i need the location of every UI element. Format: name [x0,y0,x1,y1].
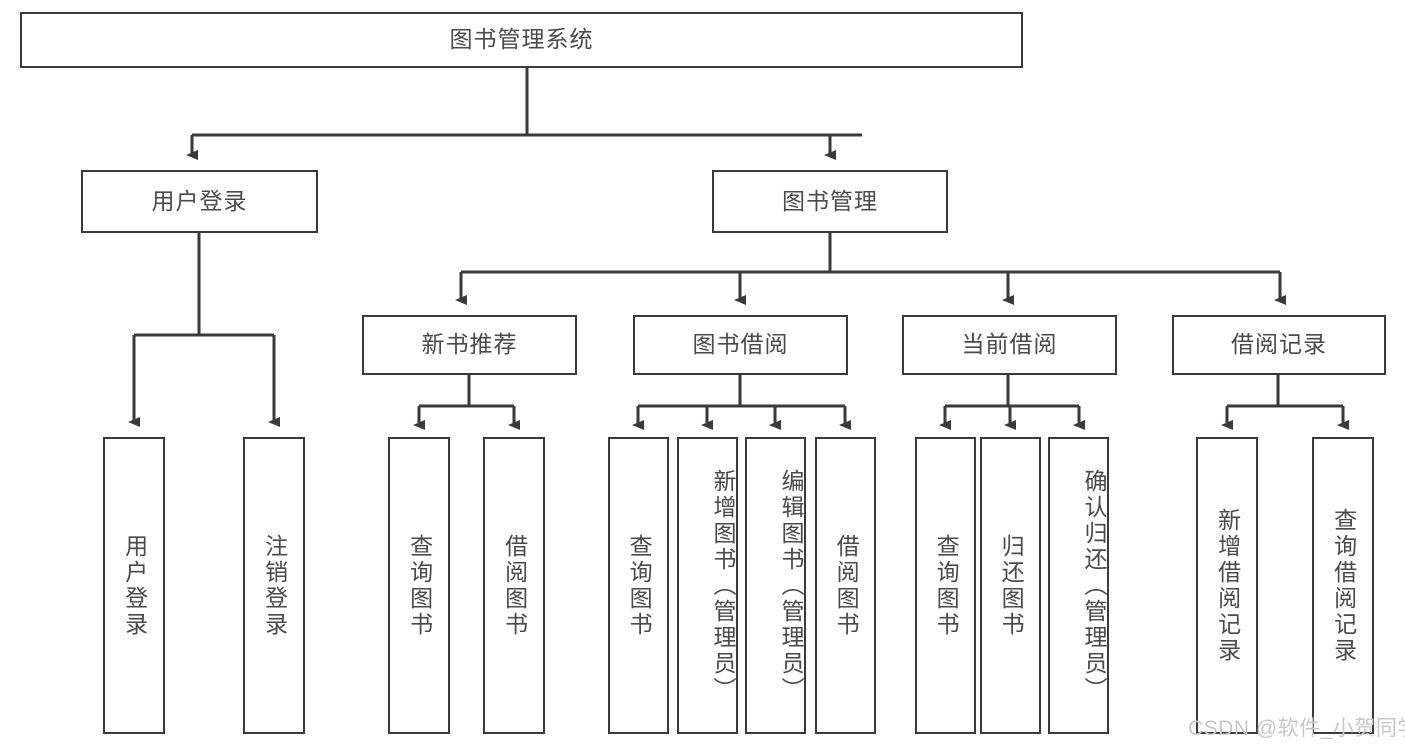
leaf-logout-label: 注销登录 [261,533,288,638]
leaf-records-add-record[interactable]: 新增借阅记录 [1196,437,1258,734]
leaf-borrow-borrow-books[interactable]: 借阅图书 [815,437,876,734]
leaf-current-confirm-return-admin-label: 确认归还（管理员） [1081,468,1107,703]
node-borrow-records-label: 借阅记录 [1231,331,1327,358]
node-new-book-recommend[interactable]: 新书推荐 [362,315,577,375]
leaf-current-return-books[interactable]: 归还图书 [980,437,1041,734]
node-user-login[interactable]: 用户登录 [81,170,318,233]
leaf-current-query-books-label: 查询图书 [933,533,960,638]
node-root-label: 图书管理系统 [449,26,594,53]
leaf-current-query-books[interactable]: 查询图书 [915,437,976,734]
leaf-logout[interactable]: 注销登录 [243,437,305,734]
csdn-watermark: CSDN @软件_小贺同学 [1188,717,1405,740]
leaf-borrow-borrow-books-label: 借阅图书 [833,533,860,638]
leaf-borrow-edit-book-admin-label: 编辑图书（管理员） [778,468,804,703]
leaf-borrow-add-book-admin-label: 新增图书（管理员） [710,468,736,703]
leaf-current-confirm-return-admin[interactable]: 确认归还（管理员） [1048,437,1109,734]
node-root[interactable]: 图书管理系统 [20,12,1023,68]
leaf-newbook-borrow-books-label: 借阅图书 [501,533,528,638]
leaf-newbook-borrow-books[interactable]: 借阅图书 [483,437,545,734]
leaf-user-login[interactable]: 用户登录 [103,437,165,734]
node-book-management-label: 图书管理 [782,187,878,214]
node-book-management[interactable]: 图书管理 [712,170,948,233]
node-book-borrow[interactable]: 图书借阅 [633,315,848,375]
node-new-book-recommend-label: 新书推荐 [421,331,518,358]
leaf-user-login-label: 用户登录 [121,533,148,638]
node-current-borrow[interactable]: 当前借阅 [902,315,1117,375]
leaf-records-query-record-label: 查询借阅记录 [1330,507,1357,664]
node-book-borrow-label: 图书借阅 [692,331,789,358]
leaf-newbook-query-books-label: 查询图书 [406,533,433,638]
node-current-borrow-label: 当前借阅 [961,331,1058,358]
leaf-current-return-books-label: 归还图书 [998,533,1025,638]
node-user-login-label: 用户登录 [151,187,248,214]
leaf-borrow-add-book-admin[interactable]: 新增图书（管理员） [677,437,738,734]
leaf-borrow-edit-book-admin[interactable]: 编辑图书（管理员） [745,437,806,734]
leaf-records-query-record[interactable]: 查询借阅记录 [1312,437,1374,734]
leaf-borrow-query-books-label: 查询图书 [626,533,653,638]
leaf-borrow-query-books[interactable]: 查询图书 [608,437,669,734]
leaf-newbook-query-books[interactable]: 查询图书 [388,437,450,734]
leaf-records-add-record-label: 新增借阅记录 [1214,507,1241,664]
node-borrow-records[interactable]: 借阅记录 [1172,315,1386,375]
